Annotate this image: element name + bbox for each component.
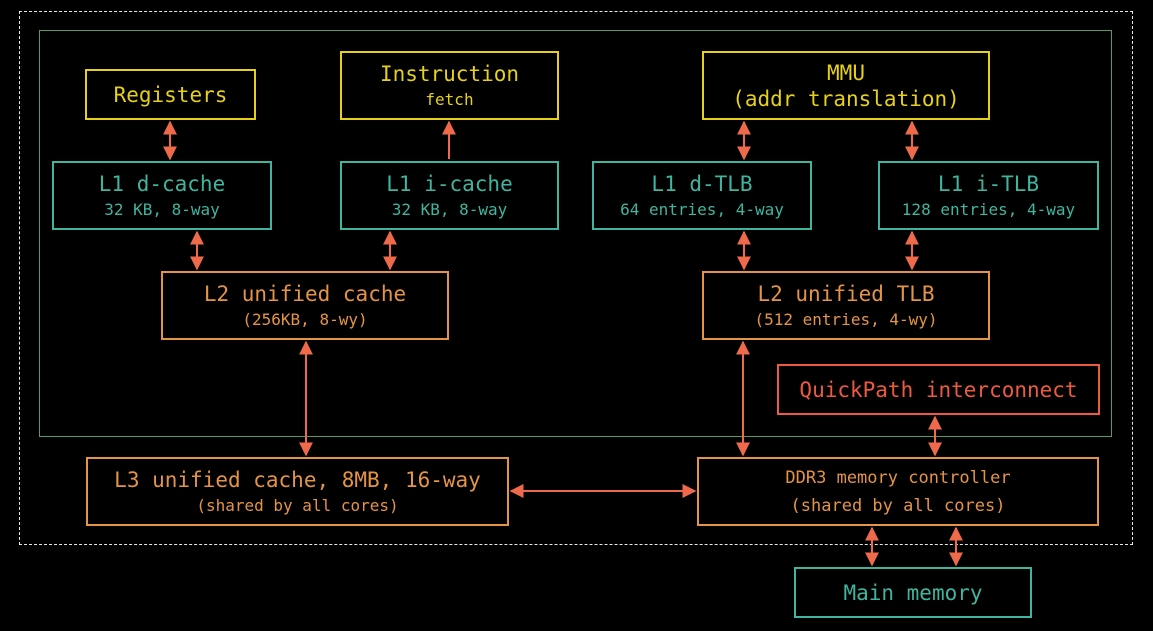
instruction-fetch-title: Instruction: [379, 61, 520, 86]
l2-cache-box: L2 unified cache (256KB, 8-wy): [161, 271, 449, 340]
registers-title: Registers: [113, 82, 228, 107]
l2-cache-sub: (256KB, 8-wy): [242, 309, 368, 329]
main-memory-title: Main memory: [843, 580, 983, 605]
l1-itlb-box: L1 i-TLB 128 entries, 4-way: [878, 161, 1099, 230]
l1-dtlb-title: L1 d-TLB: [651, 171, 753, 196]
processor-package-boundary: [19, 11, 1133, 545]
quickpath-box: QuickPath interconnect: [777, 364, 1100, 415]
l2-tlb-title: L2 unified TLB: [757, 281, 935, 306]
processor-core-boundary: [39, 30, 1112, 437]
l1-dcache-box: L1 d-cache 32 KB, 8-way: [52, 161, 272, 230]
mmu-sub: (addr translation): [732, 86, 960, 111]
quickpath-title: QuickPath interconnect: [799, 377, 1078, 402]
l1-dcache-sub: 32 KB, 8-way: [104, 199, 220, 219]
instruction-fetch-box: Instruction fetch: [340, 51, 559, 120]
l1-itlb-title: L1 i-TLB: [937, 171, 1040, 196]
ddr3-box: DDR3 memory controller (shared by all co…: [697, 457, 1099, 526]
l1-dtlb-box: L1 d-TLB 64 entries, 4-way: [592, 161, 812, 230]
l3-cache-box: L3 unified cache, 8MB, 16-way (shared by…: [86, 457, 509, 526]
ddr3-sub: (shared by all cores): [790, 495, 1006, 516]
l3-cache-title: L3 unified cache, 8MB, 16-way: [114, 467, 481, 492]
instruction-fetch-sub: fetch: [425, 89, 474, 109]
l1-icache-sub: 32 KB, 8-way: [391, 199, 508, 219]
l2-tlb-box: L2 unified TLB (512 entries, 4-wy): [702, 271, 990, 340]
l1-icache-title: L1 i-cache: [386, 171, 513, 196]
l1-dtlb-sub: 64 entries, 4-way: [620, 199, 784, 219]
l2-cache-title: L2 unified cache: [203, 281, 407, 306]
mmu-title: MMU: [827, 60, 865, 85]
l1-itlb-sub: 128 entries, 4-way: [901, 199, 1076, 219]
registers-box: Registers: [85, 69, 256, 120]
l1-dcache-title: L1 d-cache: [98, 171, 226, 196]
ddr3-title: DDR3 memory controller: [785, 467, 1011, 488]
l1-icache-box: L1 i-cache 32 KB, 8-way: [340, 161, 559, 230]
mmu-box: MMU (addr translation): [702, 51, 990, 120]
main-memory-box: Main memory: [794, 567, 1032, 618]
l2-tlb-sub: (512 entries, 4-wy): [754, 309, 938, 329]
l3-cache-sub: (shared by all cores): [196, 495, 399, 515]
